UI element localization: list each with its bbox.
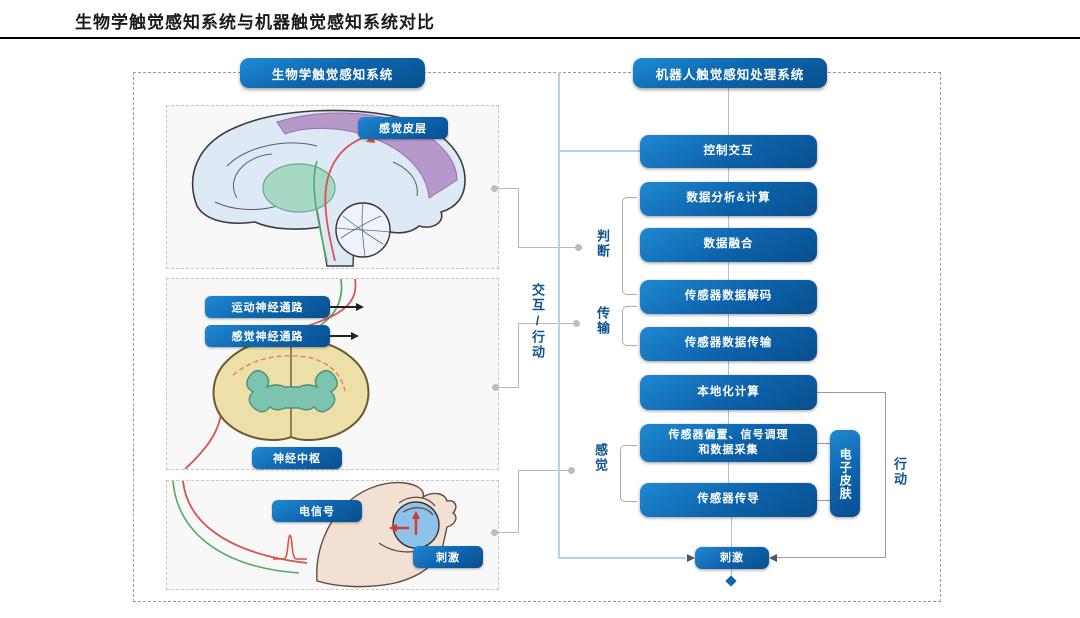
data-fusion-box: 数据融合: [640, 228, 817, 262]
sensation-label: 感觉: [593, 443, 608, 473]
sensor-conduction-box: 传感器传导: [640, 483, 817, 517]
box-stub: [728, 216, 729, 228]
box-stub: [728, 314, 729, 327]
sensory-arrow-line: [330, 335, 351, 337]
connector-dot: [573, 320, 580, 327]
connector-dot: [492, 384, 499, 391]
connector-dot: [491, 185, 498, 192]
motor-pathway-badge: 运动神经通路: [205, 296, 330, 318]
title-rule: [0, 37, 1080, 39]
box-stub: [728, 410, 729, 424]
box-stub: [728, 168, 729, 182]
robot-system-header: 机器人触觉感知处理系统: [633, 58, 827, 88]
sensation-bracket: [620, 445, 637, 502]
e-skin-stub: [817, 443, 830, 444]
page-title: 生物学触觉感知系统与机器触觉感知系统对比: [75, 13, 435, 32]
brain-illustration: [191, 109, 466, 267]
cortex-badge: 感觉皮层: [358, 117, 448, 139]
box-stub: [731, 517, 732, 547]
box-stub: [731, 569, 732, 577]
data-analysis-box: 数据分析&计算: [640, 182, 817, 216]
stimulus-right-arrow-head: [769, 554, 777, 562]
bio-stimulus-badge: 刺激: [413, 546, 483, 568]
e-skin-label: 电子皮肤: [838, 447, 853, 500]
action-feedback-line: [885, 392, 886, 558]
sensor-bias-line1: 传感器偏置、信号调理: [668, 429, 789, 442]
hand-illustration: [172, 481, 457, 588]
brain-connector: [518, 247, 578, 248]
hand-connector: [518, 470, 519, 533]
brain-connector: [518, 188, 519, 248]
interaction-action-label: 交互/行动: [530, 283, 545, 360]
box-stub: [728, 361, 729, 375]
connector-dot: [575, 244, 582, 251]
transmission-label: 传输: [595, 306, 610, 336]
spine-connector: [518, 323, 576, 324]
box-stub: [728, 88, 729, 135]
hand-connector: [518, 470, 571, 471]
action-feedback-line: [817, 392, 885, 393]
hand-connector: [497, 532, 518, 533]
sensor-bias-line2: 和数据采集: [698, 444, 759, 456]
connector-dot: [568, 467, 575, 474]
transmission-bracket: [622, 306, 637, 346]
box-stub: [728, 462, 729, 483]
e-skin-box: 电子皮肤: [830, 430, 860, 517]
box-stub: [728, 262, 729, 280]
motor-arrow-line: [330, 306, 356, 308]
motor-arrow-head: [356, 303, 364, 311]
brain-connector: [497, 188, 518, 189]
sensor-bias-box: 传感器偏置、信号调理 和数据采集: [640, 424, 817, 462]
control-interaction-box: 控制交互: [640, 135, 817, 168]
action-feedback-line: [777, 557, 886, 558]
electric-signal-badge: 电信号: [272, 500, 362, 522]
interaction-feedback-line: [558, 150, 640, 152]
sensory-arrow-head: [351, 332, 359, 340]
e-skin-stub: [817, 500, 830, 501]
diagram-frame: [133, 72, 941, 602]
judgment-bracket: [622, 197, 637, 295]
local-compute-box: 本地化计算: [640, 375, 817, 410]
sensor-transfer-box: 传感器数据传输: [640, 327, 817, 361]
judgment-label: 判断: [595, 229, 610, 259]
bio-system-header: 生物学触觉感知系统: [240, 58, 425, 88]
nerve-center-badge: 神经中枢: [252, 447, 342, 469]
spine-connector: [518, 323, 519, 388]
sensor-decode-box: 传感器数据解码: [640, 280, 817, 314]
brain-panel: [166, 105, 499, 269]
action-label: 行动: [892, 457, 907, 487]
sensory-pathway-badge: 感觉神经通路: [205, 325, 330, 347]
hand-panel: [166, 480, 499, 590]
interaction-feedback-line: [558, 557, 686, 559]
stimulus-left-arrow-head: [687, 554, 695, 562]
interaction-feedback-line: [558, 72, 560, 558]
spine-connector: [498, 387, 518, 388]
robot-stimulus-box: 刺激: [695, 547, 769, 569]
connector-dot: [491, 529, 498, 536]
